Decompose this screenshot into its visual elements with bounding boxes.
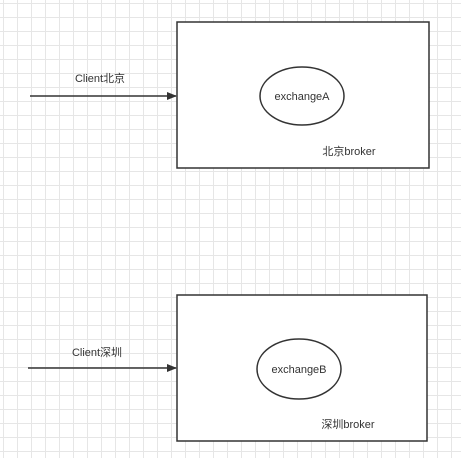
exchange-a-label: exchangeA bbox=[274, 91, 330, 103]
exchange-b-label: exchangeB bbox=[271, 364, 326, 376]
shenzhen-broker-label: 深圳broker bbox=[321, 418, 375, 431]
beijing-broker-label: 北京broker bbox=[322, 144, 376, 158]
client-shenzhen-label: Client深圳 bbox=[72, 346, 122, 359]
client-beijing-label: Client北京 bbox=[75, 71, 125, 85]
exchange-b-node bbox=[256, 338, 342, 400]
exchange-a-node bbox=[259, 66, 345, 126]
